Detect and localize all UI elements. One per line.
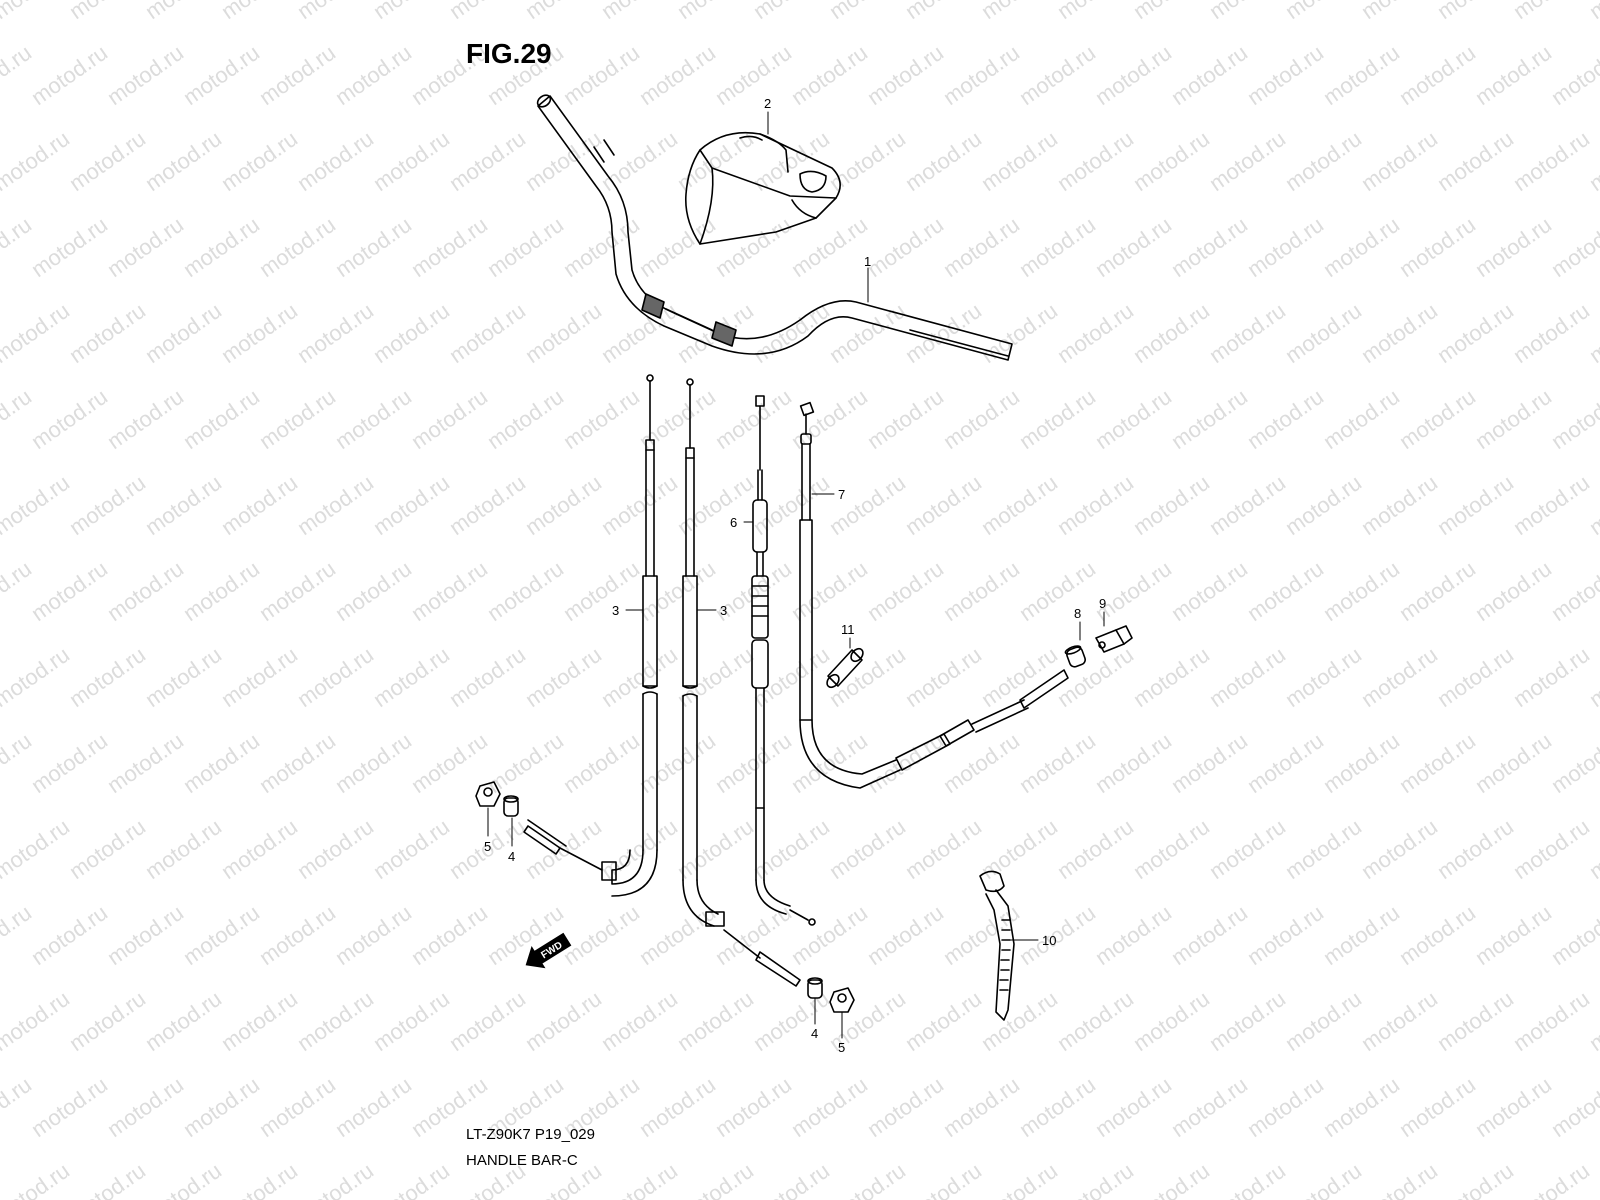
- part-label-8: 8: [1074, 606, 1081, 621]
- nut-5-left: [475, 781, 501, 807]
- part-label-4-left: 4: [508, 849, 515, 864]
- part-9-fitting: [1095, 625, 1133, 653]
- brake-cable: [751, 395, 816, 926]
- forward-direction-arrow: FWD: [525, 932, 572, 969]
- part-label-9: 9: [1099, 596, 1106, 611]
- leader-lines: [487, 111, 1105, 1039]
- part-label-5-right: 5: [838, 1040, 845, 1055]
- part-label-4-right: 4: [811, 1026, 818, 1041]
- model-code: LT-Z90K7 P19_029: [466, 1126, 595, 1143]
- part-label-2: 2: [764, 96, 771, 111]
- part-label-5-left: 5: [484, 839, 491, 854]
- choke-cable: [799, 401, 1069, 789]
- part-label-1: 1: [864, 254, 871, 269]
- section-name: HANDLE BAR-C: [466, 1152, 578, 1169]
- part-label-7: 7: [838, 487, 845, 502]
- cable-right: [682, 378, 801, 987]
- part-8-collar: [1064, 645, 1086, 668]
- handlebar: [536, 94, 1013, 361]
- handlebar-cover: [684, 131, 841, 245]
- adjuster-4-right: [807, 977, 823, 999]
- part-label-6: 6: [730, 515, 737, 530]
- part-label-11: 11: [841, 622, 855, 637]
- adjuster-4-left: [503, 795, 519, 817]
- part-label-10: 10: [1042, 933, 1056, 948]
- cable-left: [523, 374, 658, 897]
- nut-5-right: [829, 987, 855, 1013]
- figure-title: FIG.29: [466, 38, 552, 69]
- part-label-3-left: 3: [612, 603, 619, 618]
- part-11-tube: [826, 647, 864, 689]
- part-label-3-right: 3: [720, 603, 727, 618]
- cable-tie: [979, 870, 1015, 1021]
